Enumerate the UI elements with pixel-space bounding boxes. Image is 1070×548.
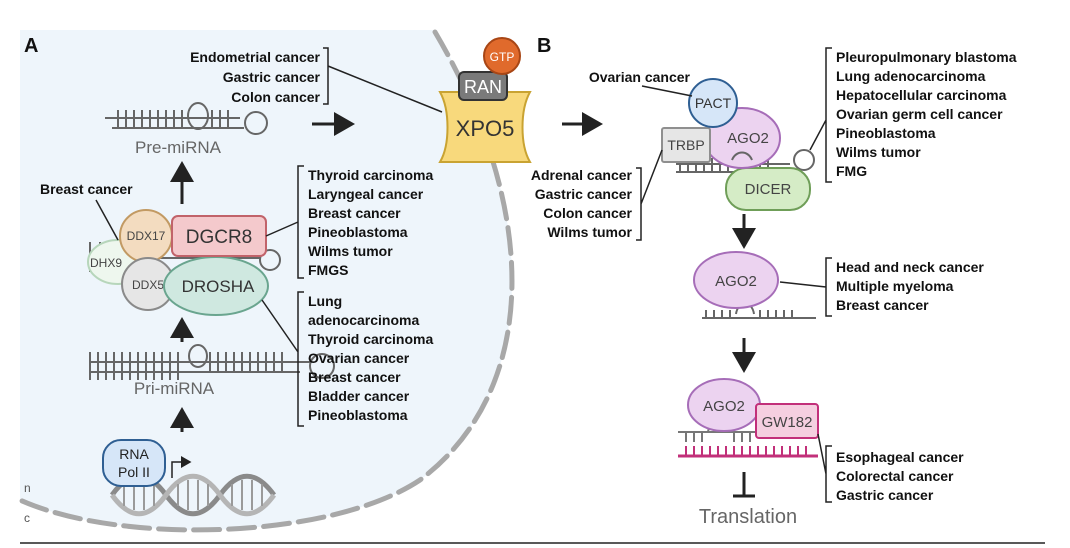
pact-label: PACT [695, 95, 732, 111]
cancer-list-trbp: Adrenal cancer Gastric cancer Colon canc… [531, 149, 663, 241]
cancer-item: adenocarcinoma [308, 312, 419, 328]
rna-pol-ii [102, 439, 166, 487]
cancer-item: Colon cancer [543, 205, 632, 221]
cytoplasm-label: c [24, 511, 30, 525]
ddx5-label: DDX5 [132, 278, 164, 292]
dicer-label: DICER [745, 181, 792, 198]
cancer-item: Thyroid carcinoma [308, 331, 433, 347]
cancer-item: Bladder cancer [308, 388, 410, 404]
rna-pol-ii-label-2: Pol II [118, 464, 150, 480]
cancer-item: Pineoblastoma [836, 125, 936, 141]
cancer-list-breast-dhx9: Breast cancer [40, 181, 133, 241]
cancer-item: Endometrial cancer [190, 49, 320, 65]
cancer-item: Ovarian germ cell cancer [836, 106, 1003, 122]
nucleus-label: n [24, 481, 31, 495]
cancer-item: Pineoblastoma [308, 407, 408, 423]
cancer-item: Lung adenocarcinoma [836, 68, 986, 84]
cancer-list-dicer: Pleuropulmonary blastoma Lung adenocarci… [809, 47, 1017, 183]
ago2-silencing-label: AGO2 [703, 398, 745, 415]
cancer-list-xpo5: Endometrial cancer Gastric cancer Colon … [190, 47, 443, 113]
panel-b-label: B [537, 35, 551, 57]
cancer-item: Hepatocellular carcinoma [836, 87, 1007, 103]
cancer-item: Gastric cancer [535, 186, 633, 202]
trbp-label: TRBP [667, 137, 704, 153]
cancer-item: FMGS [308, 262, 348, 278]
cancer-item: Pineoblastoma [308, 224, 408, 240]
nuclear-membrane [17, 29, 515, 533]
ran-label: RAN [464, 77, 502, 97]
cancer-item: Multiple myeloma [836, 278, 954, 294]
pri-mirna-hairpin [89, 344, 335, 380]
cancer-item: Laryngeal cancer [308, 186, 424, 202]
cancer-item: Thyroid carcinoma [308, 167, 433, 183]
pre-mirna-hairpin [105, 102, 268, 135]
gtp [483, 37, 521, 75]
cancer-item: Breast cancer [40, 181, 133, 197]
ago2-mature [693, 251, 779, 309]
cancer-item: Colorectal cancer [836, 468, 954, 484]
cancer-item: Lung [308, 293, 342, 309]
panel-a-label: A [24, 35, 38, 57]
pre-mirna-label: Pre-miRNA [135, 138, 222, 157]
cancer-item: Colon cancer [231, 89, 320, 105]
translation-label: Translation [699, 506, 797, 528]
xpo5 [438, 91, 532, 163]
rna-pol-ii-label-1: RNA [119, 446, 149, 462]
drosha-label: DROSHA [182, 277, 255, 296]
target-mrna-ticks [685, 446, 807, 456]
pri-mirna-label: Pri-miRNA [134, 379, 215, 398]
cancer-item: Ovarian cancer [589, 69, 691, 85]
cancer-item: Wilms tumor [308, 243, 393, 259]
cancer-item: Breast cancer [308, 205, 401, 221]
xpo5-label: XPO5 [456, 116, 515, 141]
cancer-item: Wilms tumor [547, 224, 632, 240]
cancer-list-gw182: Esophageal cancer Colorectal cancer Gast… [817, 433, 964, 503]
gtp-label: GTP [490, 50, 515, 64]
cancer-item: Gastric cancer [223, 69, 321, 85]
cancer-item: Head and neck cancer [836, 259, 984, 275]
cancer-list-drosha: Lung adenocarcinoma Thyroid carcinoma Ov… [261, 291, 433, 427]
ddx17-label: DDX17 [127, 229, 166, 243]
cancer-item: FMG [836, 163, 867, 179]
cancer-list-pact: Ovarian cancer [589, 69, 693, 97]
cancer-item: Gastric cancer [836, 487, 934, 503]
pact [688, 78, 738, 128]
cancer-item: Pleuropulmonary blastoma [836, 49, 1017, 65]
gw182 [755, 403, 819, 439]
dicer [725, 167, 811, 211]
cancer-item: Breast cancer [836, 297, 929, 313]
cancer-list-ago2: Head and neck cancer Multiple myeloma Br… [779, 257, 984, 317]
cancer-item: Esophageal cancer [836, 449, 964, 465]
transcription-start-arrow [171, 456, 192, 478]
cancer-item: Ovarian cancer [308, 350, 410, 366]
gw182-label: GW182 [762, 414, 813, 431]
dgcr8-label: DGCR8 [186, 227, 253, 248]
ran [458, 71, 508, 101]
cancer-item: Wilms tumor [836, 144, 921, 160]
ago2-dicer-label: AGO2 [727, 130, 769, 147]
dhx9-label: DHX9 [90, 256, 122, 270]
cancer-item: Breast cancer [308, 369, 401, 385]
ago2-mature-label: AGO2 [715, 273, 757, 290]
trbp [661, 127, 711, 163]
cancer-item: Adrenal cancer [531, 167, 633, 183]
cancer-list-dgcr8: Thyroid carcinoma Laryngeal cancer Breas… [265, 165, 433, 279]
